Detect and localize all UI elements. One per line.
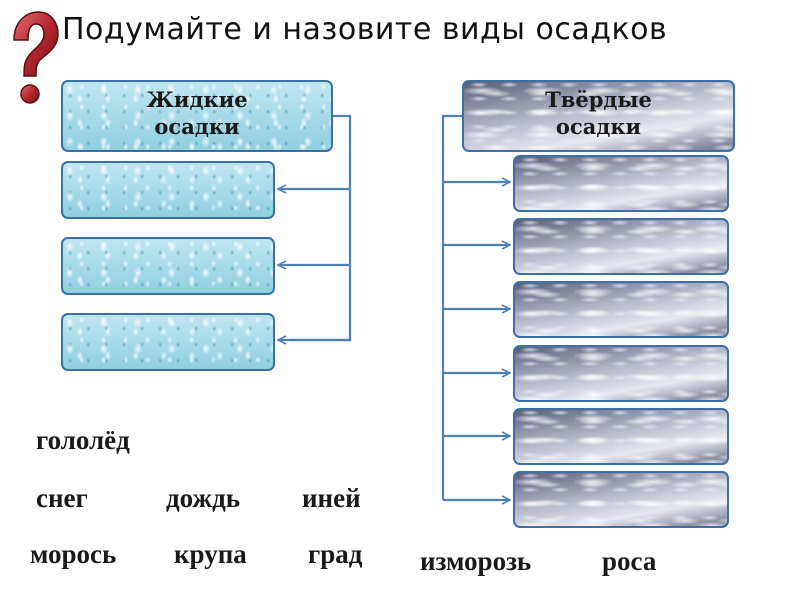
page-title: Подумайте и назовите виды осадков [62, 12, 668, 47]
word-grad[interactable]: град [308, 539, 363, 569]
solid-answer-slot-2[interactable] [513, 218, 729, 275]
word-gololed[interactable]: гололёд [36, 425, 130, 455]
solid-answer-slot-4[interactable] [513, 345, 729, 402]
word-krupa[interactable]: крупа [174, 539, 247, 569]
word-sneg[interactable]: снег [36, 483, 88, 513]
liquid-header-label: Жидкие осадки [146, 87, 248, 139]
solid-answer-slot-1[interactable] [513, 155, 729, 212]
solid-answer-slot-5[interactable] [513, 408, 729, 465]
solid-answer-slot-3[interactable] [513, 281, 729, 338]
liquid-answer-slot-3[interactable] [61, 313, 275, 371]
liquid-answer-slot-1[interactable] [61, 161, 275, 219]
solid-header-label: Твёрдые осадки [545, 87, 652, 139]
liquid-header-box: Жидкие осадки [61, 80, 333, 152]
solid-answer-slot-6[interactable] [513, 471, 729, 528]
word-rosa[interactable]: роса [602, 546, 657, 576]
liquid-answer-slot-2[interactable] [61, 237, 275, 295]
word-iney[interactable]: иней [302, 483, 361, 513]
word-dozhd[interactable]: дождь [166, 483, 240, 513]
solid-header-box: Твёрдые осадки [462, 80, 735, 152]
word-izmoroz[interactable]: изморозь [420, 546, 532, 576]
word-moros[interactable]: морось [30, 539, 117, 569]
question-mark-icon [13, 11, 59, 104]
